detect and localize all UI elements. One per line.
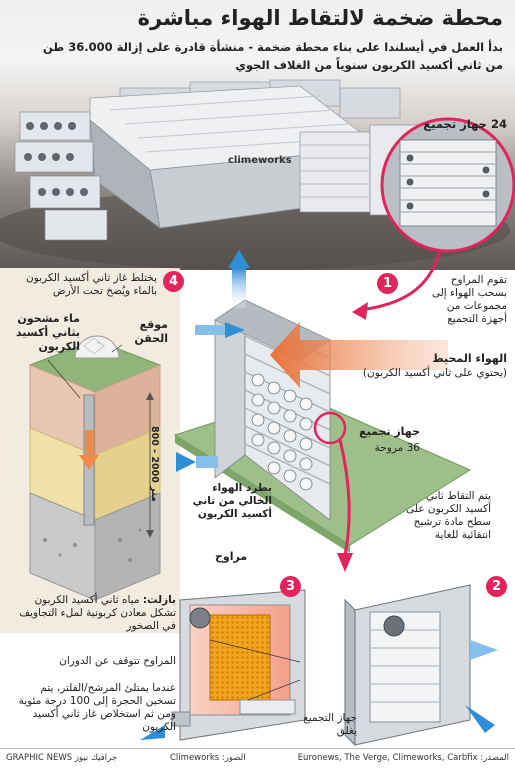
depth-label: 800 - 2000 متر	[149, 426, 160, 502]
step-4-badge: 4	[163, 271, 184, 292]
basalt-text: مياه ثاني أكسيد الكربون تشكل معادن كربون…	[19, 594, 176, 633]
step-1-text: تقوم المراوح بسحب الهواء إلى مجموعات من …	[431, 274, 507, 326]
fans-count-label: 36 مروحة	[374, 442, 420, 454]
step-2-badge: 2	[486, 576, 507, 597]
step-2-text: يتم التقاط ثاني أكسيد الكربون على سطح ما…	[406, 490, 491, 542]
ambient-air-note: (يحتوي على ثاني أكسيد الكربون)	[362, 367, 507, 379]
source-credit: المصدر: Euronews, The Verge, Climeworks,…	[297, 753, 509, 763]
step-4-text: يختلط غاز ثاني أكسيد الكربون بالماء ويُض…	[26, 272, 157, 298]
basalt-note: بازلت: مياه ثاني أكسيد الكربون تشكل معاد…	[8, 594, 176, 633]
heating-text: عندما يمتلئ المرشح/الفلتر، يتم تسخين الح…	[18, 682, 176, 734]
injection-site-label: موقع الحقن	[134, 318, 168, 345]
basalt-title: بازلت:	[142, 594, 176, 606]
brand-credit: GRAPHIC NEWS جرافيك نيوز	[6, 753, 118, 763]
collector-closes-label: جهاز التجميع يغلق	[303, 712, 357, 738]
step-1-badge: 1	[377, 273, 398, 294]
water-label: ماء مشحون بثاني أكسيد الكربون	[15, 312, 80, 353]
building-logo: climeworks	[228, 155, 292, 166]
units-label: 24 جهاز تجميع	[423, 117, 507, 131]
ambient-air-label: الهواء المحيط	[432, 352, 507, 365]
co2-free-air-label: يطرد الهواء الخالي من ثاني أكسيد الكربون	[192, 482, 272, 521]
page-title: محطة ضخمة لالتقاط الهواء مباشرة	[137, 6, 503, 30]
photo-credit: الصور: Climeworks	[170, 753, 246, 763]
step-3-badge: 3	[280, 576, 301, 597]
footer: المصدر: Euronews, The Verge, Climeworks,…	[0, 748, 515, 769]
fans-stop-label: المراوح تتوقف عن الدوران	[59, 655, 176, 667]
collector-label: جهاز تجميع	[359, 425, 420, 438]
subtitle-line-1: بدأ العمل في أيسلندا على بناء محطة ضخمة …	[43, 40, 503, 54]
fans-label: مراوح	[215, 550, 248, 563]
collector-box-filtering	[344, 584, 498, 747]
subtitle-line-2: من ثاني أكسيد الكربون سنوياً من الغلاف ا…	[235, 58, 503, 72]
